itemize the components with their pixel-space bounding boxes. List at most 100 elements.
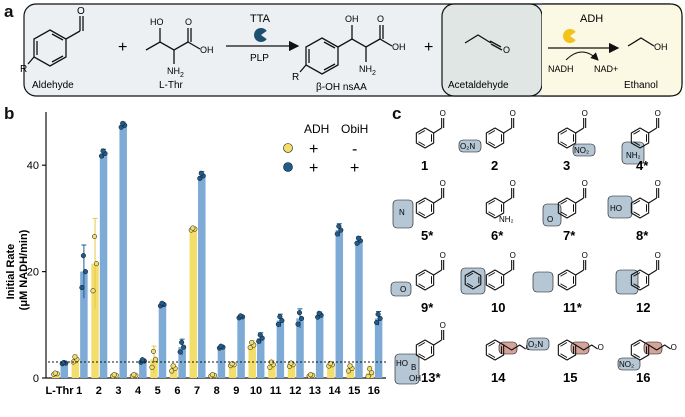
data-point [229, 361, 235, 367]
substituent-box [615, 269, 639, 295]
substituent-label: OH [409, 374, 421, 383]
compound-1: O1 [415, 109, 446, 173]
nadplus-label: NAD+ [594, 64, 618, 74]
data-point [347, 363, 353, 369]
legend-obih-header: ObiH [341, 122, 368, 136]
acetaldehyde-structure [464, 34, 503, 51]
data-point [209, 372, 215, 378]
lthr-nh2: NH2 [167, 66, 184, 79]
bar-adh-obih-5 [158, 304, 167, 378]
bars [51, 120, 383, 379]
product-r: R [292, 72, 299, 83]
x-tick-label-11: 11 [270, 385, 282, 397]
data-point [120, 120, 126, 126]
data-point [93, 261, 100, 267]
data-point [336, 223, 342, 229]
data-point [374, 320, 380, 326]
substituent-box [392, 199, 414, 229]
data-point [308, 372, 314, 378]
compound-number-1: 1 [421, 158, 428, 173]
compound-number-4: 4* [636, 158, 649, 173]
x-tick-label-16: 16 [368, 385, 380, 397]
substituent-box [458, 139, 482, 153]
compound-12: O 12 [615, 251, 661, 315]
x-tick-label-8: 8 [214, 385, 220, 397]
y-axis-title-line2: (μM NADH/min) [18, 229, 30, 310]
legend-row1-obih: - [352, 141, 357, 158]
product-nh2: NH2 [359, 64, 376, 77]
plus-sign: + [118, 39, 127, 56]
data-point [367, 366, 373, 372]
ethanol-structure [627, 37, 655, 47]
data-point [354, 240, 360, 246]
bar-adh-obih-2 [99, 153, 108, 378]
tta-label: TTA [250, 13, 271, 25]
data-point [298, 315, 305, 321]
bar-adh-obih-14 [335, 230, 344, 378]
data-point [365, 373, 371, 379]
data-point [90, 288, 96, 294]
substituent-label: B [411, 363, 416, 372]
chart-legend: ADH ObiH + - + + [283, 122, 368, 177]
data-point [334, 231, 340, 237]
carbonyl-o: O [655, 109, 661, 118]
data-point [316, 310, 322, 316]
panel-letter-c: c [392, 104, 402, 123]
data-point [80, 253, 86, 259]
substituent-box [532, 271, 554, 293]
data-point [159, 300, 165, 306]
data-point [249, 339, 255, 346]
substituent-label: HO [610, 204, 622, 213]
data-point [277, 314, 283, 320]
lthr-structure [145, 28, 201, 64]
data-point [377, 315, 383, 321]
substituent-label: O [547, 215, 553, 224]
bar-adh-obih-16 [374, 318, 383, 378]
data-point [288, 360, 294, 366]
data-point [82, 269, 88, 275]
compound-5: NO5* [392, 179, 446, 243]
bar-adh-only-15 [346, 368, 355, 378]
x-tick-label-4: 4 [135, 385, 142, 397]
substituent-box [617, 357, 641, 371]
bar-adh-obih-4 [139, 360, 147, 378]
compound-number-15: 15 [563, 370, 577, 385]
panel-letter-a: a [4, 2, 14, 21]
bar-adh-only-14 [327, 364, 335, 378]
data-point [296, 310, 303, 316]
substituent-box [607, 195, 633, 219]
data-point [179, 339, 185, 345]
lthr-ho: HO [150, 17, 164, 27]
bar-adh-obih-9 [237, 316, 245, 378]
acetaldehyde-label: Acetaldehyde [448, 80, 509, 91]
product-oh-1: OH [345, 14, 359, 24]
substituent-box [390, 281, 412, 297]
data-point [238, 313, 244, 319]
substituent-label: NH₂ [626, 151, 641, 160]
carbonyl-o: O [655, 251, 661, 260]
plp-label: PLP [250, 53, 269, 64]
compound-number-12: 12 [636, 300, 650, 315]
carbonyl-o: O [510, 109, 516, 118]
legend-row1-adh: + [309, 141, 318, 158]
legend-blue-marker [283, 162, 293, 172]
carbonyl-o: O [582, 109, 588, 118]
legend-yellow-marker [283, 143, 293, 153]
compound-11: O11* [532, 251, 588, 315]
data-point [150, 348, 157, 354]
data-point [72, 354, 78, 360]
data-point [91, 233, 98, 240]
bar-adh-obih-11 [276, 320, 285, 378]
bar-adh-only-12 [287, 364, 296, 378]
data-point [198, 170, 204, 176]
bar-adh-obih-12 [296, 318, 304, 378]
aldehyde-label: Aldehyde [32, 80, 74, 91]
data-point [100, 148, 106, 154]
carbonyl-o: O [655, 179, 661, 188]
